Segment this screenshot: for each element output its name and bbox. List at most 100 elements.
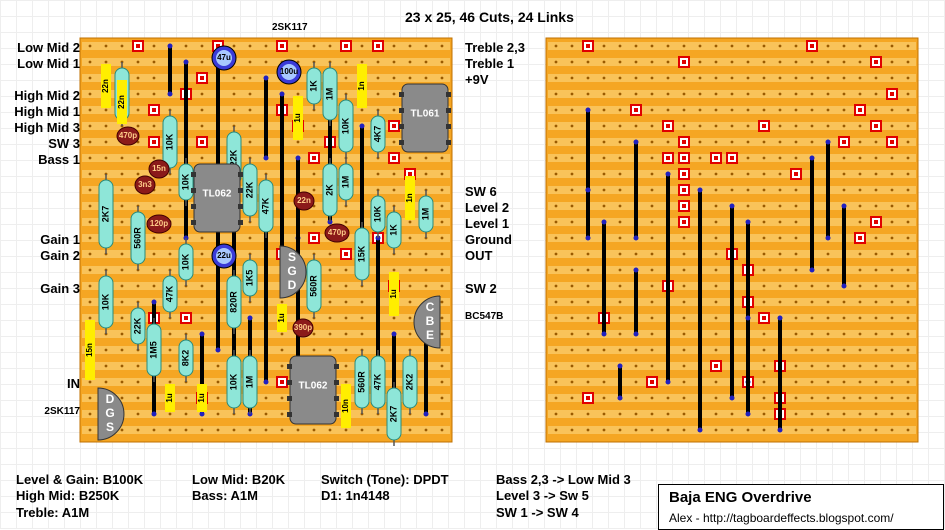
left-board-hole xyxy=(136,156,140,160)
right-board-hole xyxy=(650,172,654,176)
ceramic-cap-label: 15n xyxy=(152,164,166,173)
track-cut-center xyxy=(682,172,686,176)
resistor-label: 10K xyxy=(180,173,190,190)
right-board-hole xyxy=(794,300,798,304)
right-board-hole xyxy=(650,220,654,224)
left-board-hole xyxy=(168,204,172,208)
right-board-hole xyxy=(762,252,766,256)
left-board-hole xyxy=(424,60,428,64)
right-board-hole xyxy=(778,268,782,272)
link-end xyxy=(665,379,671,385)
left-board-hole xyxy=(424,172,428,176)
right-board-hole xyxy=(906,156,910,160)
right-board-hole xyxy=(826,412,830,416)
right-board-hole xyxy=(618,140,622,144)
right-board-hole xyxy=(842,300,846,304)
right-board-hole xyxy=(778,300,782,304)
right-board-hole xyxy=(570,348,574,352)
ic-pin xyxy=(399,108,404,113)
left-board-hole xyxy=(152,236,156,240)
right-board-hole xyxy=(794,428,798,432)
right-board-hole xyxy=(602,140,606,144)
left-board-hole xyxy=(88,252,92,256)
film-cap xyxy=(389,272,399,316)
resistor-label: 1K xyxy=(388,224,398,236)
label-sw6: SW 6 xyxy=(465,184,497,199)
left-board-hole xyxy=(392,172,396,176)
right-board-hole xyxy=(858,172,862,176)
right-board-hole xyxy=(906,124,910,128)
left-board-hole xyxy=(264,44,268,48)
left-board-hole xyxy=(120,268,124,272)
right-board-hole xyxy=(874,316,878,320)
right-board-hole xyxy=(746,188,750,192)
right-board-hole xyxy=(666,76,670,80)
right-board-hole xyxy=(762,348,766,352)
right-board-hole xyxy=(602,364,606,368)
link-end xyxy=(665,171,671,177)
left-board-hole xyxy=(152,124,156,128)
resistor-label: 560R xyxy=(132,227,142,249)
right-board-hole xyxy=(842,76,846,80)
resistor xyxy=(146,323,162,377)
note-sw1-sw4: SW 1 -> SW 4 xyxy=(496,505,579,520)
right-board-hole xyxy=(698,172,702,176)
label-gain3: Gain 3 xyxy=(40,281,80,296)
right-board-hole xyxy=(714,252,718,256)
label-low-mid-1: Low Mid 1 xyxy=(17,56,80,71)
link-end xyxy=(841,283,847,289)
left-board-hole xyxy=(328,300,332,304)
jfet-top-pin: S xyxy=(288,250,296,264)
right-board-hole xyxy=(666,44,670,48)
label-out: OUT xyxy=(465,248,493,263)
link-end xyxy=(183,59,189,65)
resistor xyxy=(130,211,146,265)
right-board-hole xyxy=(586,380,590,384)
right-board-hole xyxy=(762,428,766,432)
left-board-hole xyxy=(296,44,300,48)
link-end xyxy=(199,411,205,417)
resistor xyxy=(386,211,402,249)
right-board-hole xyxy=(618,220,622,224)
left-board-hole xyxy=(104,364,108,368)
electrolytic-cap-label: 100u xyxy=(280,67,298,76)
right-board-hole xyxy=(714,316,718,320)
left-board-hole xyxy=(360,44,364,48)
right-board-hole xyxy=(570,188,574,192)
left-board-hole xyxy=(344,76,348,80)
right-board-hole xyxy=(762,268,766,272)
link-end xyxy=(825,235,831,241)
right-board-hole xyxy=(570,108,574,112)
track-cut-center xyxy=(682,204,686,208)
left-board-hole xyxy=(152,76,156,80)
right-board-hole xyxy=(778,172,782,176)
film-cap-label: 10n xyxy=(341,399,350,413)
left-board-hole xyxy=(88,220,92,224)
right-board-hole xyxy=(682,316,686,320)
right-board-hole xyxy=(554,316,558,320)
resistor xyxy=(306,259,322,313)
left-board-hole xyxy=(344,332,348,336)
right-board-hole xyxy=(714,412,718,416)
right-board-hole xyxy=(714,396,718,400)
left-board-hole xyxy=(200,156,204,160)
left-board-hole xyxy=(424,76,428,80)
right-board-hole xyxy=(714,172,718,176)
right-board-hole xyxy=(858,300,862,304)
right-board-hole xyxy=(858,220,862,224)
left-board-hole xyxy=(440,412,444,416)
right-board-hole xyxy=(810,300,814,304)
right-board-hole xyxy=(618,268,622,272)
right-board-hole xyxy=(762,412,766,416)
right-board-hole xyxy=(602,108,606,112)
left-board-hole xyxy=(440,300,444,304)
right-board-hole xyxy=(586,332,590,336)
left-board-hole xyxy=(216,396,220,400)
resistor xyxy=(162,115,178,169)
right-board-hole xyxy=(842,396,846,400)
left-board-hole xyxy=(408,156,412,160)
right-board-hole xyxy=(794,316,798,320)
right-board-hole xyxy=(650,236,654,240)
ic-chip xyxy=(193,163,241,233)
right-board-hole xyxy=(794,76,798,80)
